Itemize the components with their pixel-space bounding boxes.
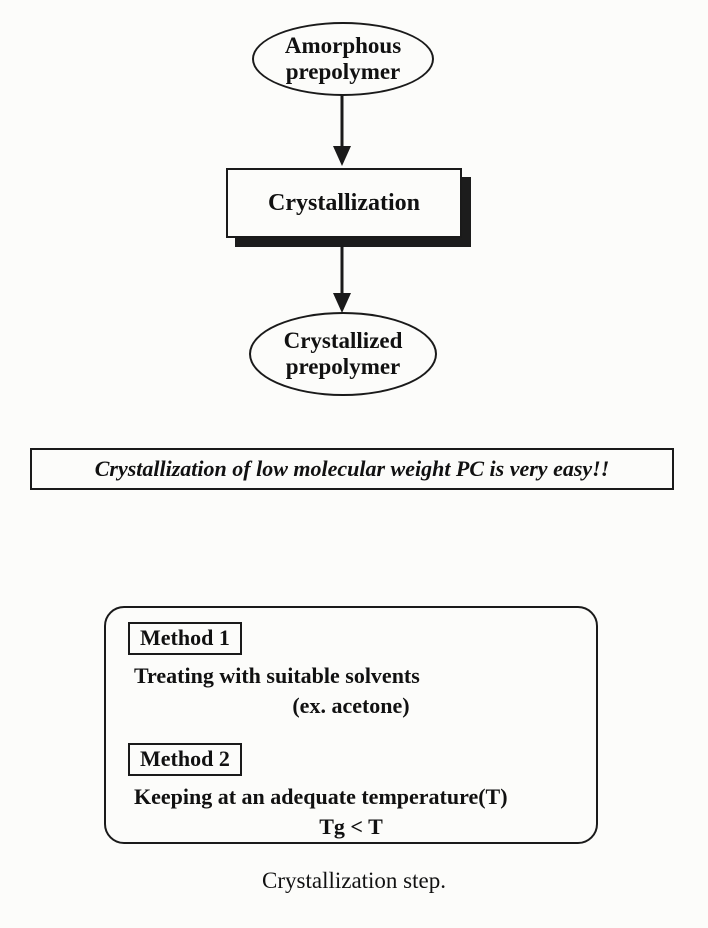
crystallization-process-box: Crystallization xyxy=(226,168,462,238)
crystallized-prepolymer-line2: prepolymer xyxy=(285,354,401,379)
crystallization-process-label: Crystallization xyxy=(268,189,420,216)
method2-label-box: Method 2 xyxy=(128,743,242,776)
amorphous-prepolymer-line1: Amorphous xyxy=(284,32,402,58)
method2-condition: Tg < T xyxy=(319,814,383,839)
amorphous-prepolymer-node: Amorphous prepolymer xyxy=(252,22,434,96)
method1-description: Treating with suitable solvents xyxy=(134,663,420,688)
highlight-banner-text: Crystallization of low molecular weight … xyxy=(94,456,610,481)
method1-label-box: Method 1 xyxy=(128,622,242,655)
arrow-down-icon xyxy=(333,245,351,313)
crystallized-prepolymer-node: Crystallized prepolymer xyxy=(249,312,437,396)
methods-box: Method 1 Treating with suitable solvents… xyxy=(104,606,598,844)
amorphous-prepolymer-line2: prepolymer xyxy=(285,59,401,84)
crystallized-prepolymer-line1: Crystallized xyxy=(283,327,403,353)
figure-caption: Crystallization step. xyxy=(262,868,446,893)
method2-description: Keeping at an adequate temperature(T) xyxy=(134,784,508,809)
arrow-down-icon xyxy=(333,94,351,166)
method1-example: (ex. acetone) xyxy=(292,693,410,718)
highlight-banner: Crystallization of low molecular weight … xyxy=(30,448,674,490)
